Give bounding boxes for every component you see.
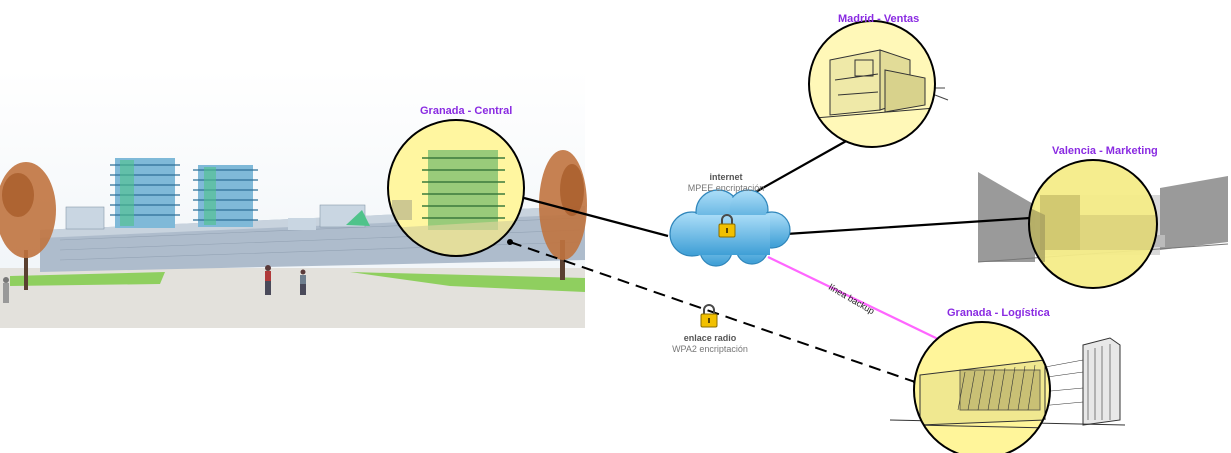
- link-internet-valencia: [785, 216, 1031, 236]
- internet-link-subtitle: MPEE encriptación: [687, 183, 765, 193]
- tower-right: [193, 165, 258, 227]
- radio-link-subtitle: WPA2 encriptación: [672, 344, 748, 354]
- internet-link-title: internet: [709, 172, 743, 182]
- site-label-logistica: Granada - Logística: [947, 307, 1050, 319]
- site-circle-central[interactable]: [387, 119, 525, 257]
- radio-link-title: enlace radio: [683, 333, 737, 343]
- lock-icon: [700, 304, 718, 328]
- site-circle-logistica[interactable]: [913, 321, 1051, 453]
- site-circle-valencia[interactable]: [1028, 159, 1160, 289]
- people: [3, 265, 306, 303]
- tower-left: [110, 158, 180, 228]
- link-central-internet: [523, 196, 669, 238]
- site-label-madrid: Madrid - Ventas: [838, 13, 920, 25]
- site-label-valencia: Valencia - Marketing: [1052, 145, 1158, 157]
- link-internet-logistica: [767, 256, 941, 341]
- tree-right: [539, 150, 587, 280]
- lock-icon: [718, 214, 736, 238]
- site-circle-madrid[interactable]: [808, 20, 936, 148]
- site-label-central: Granada - Central: [420, 105, 513, 117]
- tree-left: [0, 162, 56, 290]
